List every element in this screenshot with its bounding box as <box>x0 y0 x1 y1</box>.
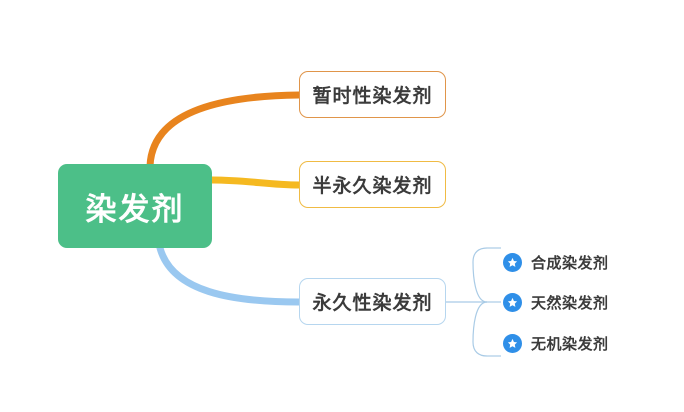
leaf-node-label: 合成染发剂 <box>531 254 609 272</box>
branch-node-label: 半永久染发剂 <box>312 175 433 197</box>
mindmap-branch-node-0[interactable]: 暂时性染发剂 <box>299 71 446 118</box>
branch-node-label: 永久性染发剂 <box>312 292 433 314</box>
root-node-label: 染发剂 <box>85 191 185 228</box>
mindmap-leaf-node-2[interactable]: 无机染发剂 <box>503 333 609 354</box>
mindmap-root-node[interactable]: 染发剂 <box>58 164 212 248</box>
connector-branch-2 <box>156 244 303 306</box>
leaf-node-label: 无机染发剂 <box>531 335 609 353</box>
connector-fork-up <box>472 247 488 303</box>
mindmap-branch-node-1[interactable]: 半永久染发剂 <box>299 161 446 208</box>
mindmap-leaf-node-1[interactable]: 天然染发剂 <box>503 292 609 313</box>
leaf-node-label: 天然染发剂 <box>531 294 609 312</box>
connector-branch-1 <box>208 176 303 189</box>
branch-node-label: 暂时性染发剂 <box>312 85 433 107</box>
mindmap-leaf-node-0[interactable]: 合成染发剂 <box>503 252 609 273</box>
star-badge-icon <box>503 253 522 272</box>
connector-fork-down <box>472 301 488 357</box>
star-badge-icon <box>503 334 522 353</box>
mindmap-branch-node-2[interactable]: 永久性染发剂 <box>299 278 446 325</box>
connector-branch-0 <box>146 91 303 170</box>
star-badge-icon <box>503 293 522 312</box>
